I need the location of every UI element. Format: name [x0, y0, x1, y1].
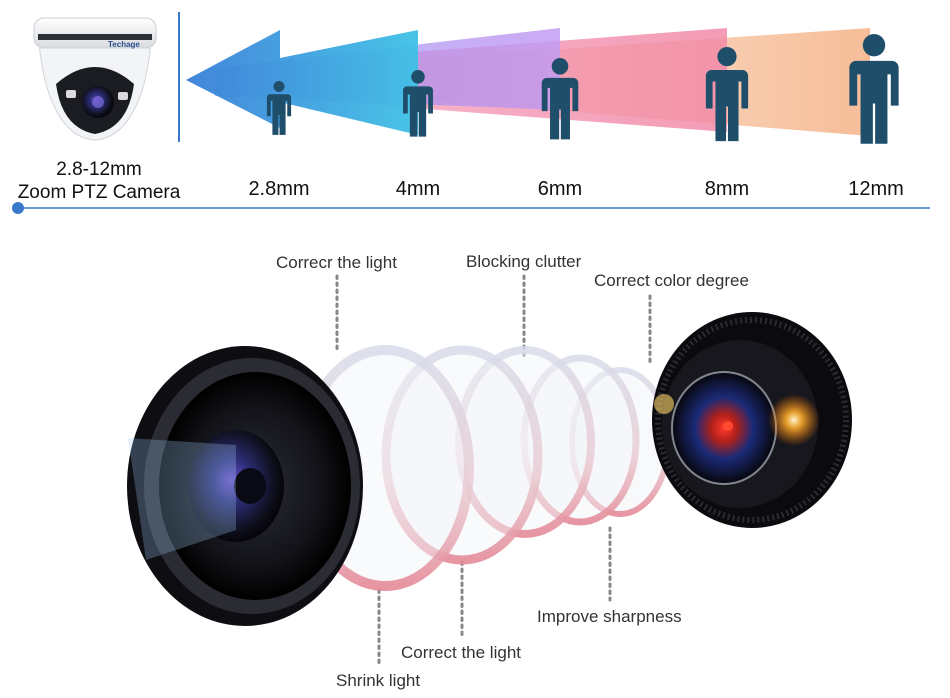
lens-label-shrink-light: Shrink light: [336, 671, 421, 690]
focal-label-12mm: 12mm: [848, 178, 904, 200]
focal-label-4mm: 4mm: [395, 178, 441, 200]
camera-caption-range: 2.8-12mm: [56, 159, 142, 180]
lens-element-3: [381, 345, 543, 565]
lens-element-5: [520, 354, 640, 526]
person-icon-8mm: [705, 47, 749, 142]
person-icon-2.8mm: [266, 81, 292, 135]
lens-label-correct-light-bottom: Correct the light: [401, 643, 521, 662]
person-icon-4mm: [403, 70, 433, 137]
leader-lines: [335, 274, 652, 668]
person-icon-12mm: [849, 34, 899, 144]
person-icons: [266, 34, 899, 144]
zoom-beams: [186, 28, 870, 136]
lens-element-4: [455, 346, 595, 538]
dome-camera: [33, 17, 157, 141]
lens-label-correct-light-top: Correcr the light: [276, 253, 397, 272]
lens-label-blocking-clutter: Blocking clutter: [466, 252, 582, 271]
baseline-dot: [12, 202, 24, 214]
focal-label-8mm: 8mm: [704, 178, 750, 200]
focal-label-2.8mm: 2.8mm: [248, 178, 310, 200]
camera-caption-name: Zoom PTZ Camera: [17, 182, 181, 203]
lens-label-improve-sharpness: Improve sharpness: [537, 607, 682, 626]
rear-lens: [652, 312, 852, 528]
focal-label-6mm: 6mm: [537, 178, 583, 200]
beam-4mm-arrow: [186, 30, 418, 135]
lens-label-correct-color-degree: Correct color degree: [594, 271, 749, 290]
front-lens: [127, 346, 363, 626]
camera-caption: 2.8-12mm Zoom PTZ Camera: [14, 158, 184, 204]
camera-brand-logo: Techage: [108, 40, 140, 49]
person-icon-6mm: [541, 58, 579, 140]
